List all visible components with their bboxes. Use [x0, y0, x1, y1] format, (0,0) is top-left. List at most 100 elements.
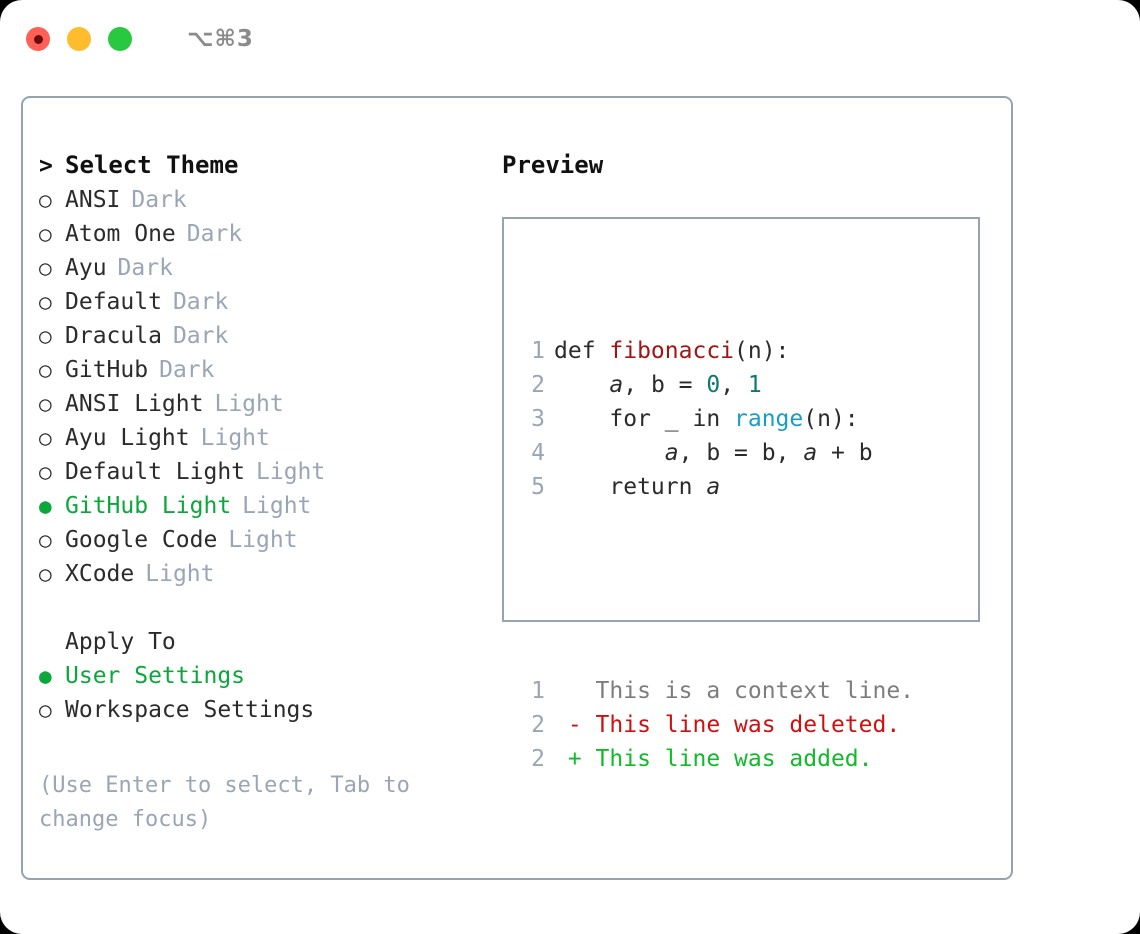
apply-to-option[interactable]: ● User Settings [39, 659, 489, 693]
radio-unselected-icon: ○ [39, 460, 52, 484]
theme-name: Ayu [65, 255, 107, 281]
theme-variant-badge: Dark [172, 323, 229, 349]
theme-list-item[interactable]: ○ Ayu Light Light [39, 421, 489, 455]
theme-name: GitHub Light [65, 493, 232, 519]
prompt-caret-icon: > [39, 153, 53, 179]
apply-to-list: ● User Settings ○ Workspace Settings [39, 659, 489, 727]
preview-title: Preview [502, 151, 604, 179]
code-token: , [720, 372, 748, 398]
line-number: 2 [531, 746, 545, 772]
apply-to-option[interactable]: ○ Workspace Settings [39, 693, 489, 727]
line-number: 3 [531, 406, 545, 432]
radio-selected-icon: ● [39, 664, 52, 688]
theme-variant-badge: Dark [131, 187, 187, 213]
code-token: (n): [803, 406, 859, 432]
theme-name: Google Code [65, 527, 218, 553]
keyboard-shortcut-label: ⌥⌘3 [187, 26, 254, 52]
diff-line-text: - This line was deleted. [554, 712, 901, 738]
code-line: 4 a, b = b, a + b [523, 436, 914, 470]
theme-name: Ayu Light [65, 425, 190, 451]
radio-unselected-icon: ○ [39, 324, 52, 348]
theme-list-header: > Select Theme [39, 148, 489, 183]
apply-to-label: Workspace Settings [65, 697, 315, 723]
code-token: def [554, 338, 610, 364]
theme-name: ANSI Light [65, 391, 204, 417]
list-spacer [39, 591, 489, 625]
diff-line-text: This is a context line. [554, 678, 915, 704]
radio-unselected-icon: ○ [39, 426, 52, 450]
theme-variant-badge: Light [228, 527, 298, 553]
help-text: (Use Enter to select, Tab to change focu… [39, 773, 424, 832]
theme-variant-badge: Light [200, 425, 270, 451]
apply-to-label: User Settings [65, 663, 246, 689]
theme-list-item[interactable]: ○ Default Dark [39, 285, 489, 319]
code-token: + [817, 440, 859, 466]
code-token: for _ in [554, 406, 735, 432]
line-number: 1 [531, 338, 545, 364]
radio-unselected-icon: ○ [39, 392, 52, 416]
theme-name: Default [65, 289, 162, 315]
traffic-light-group [26, 27, 132, 51]
page-title: Select Theme [65, 151, 239, 179]
line-number: 2 [531, 712, 545, 738]
code-line: 1 def fibonacci(n): [523, 334, 914, 368]
code-token: , [623, 372, 651, 398]
title-bar: ⌥⌘3 [0, 0, 1140, 78]
radio-unselected-icon: ○ [39, 256, 52, 280]
minimize-button-icon[interactable] [67, 27, 91, 51]
theme-list-item[interactable]: ○ Dracula Dark [39, 319, 489, 353]
code-token: (n): [734, 338, 790, 364]
theme-name: Default Light [65, 459, 246, 485]
theme-name: Dracula [65, 323, 162, 349]
apply-to-header: Apply To [65, 629, 176, 655]
theme-variant-badge: Light [242, 493, 312, 519]
code-token: b [761, 440, 776, 466]
theme-name: Atom One [65, 221, 176, 247]
line-number: 5 [531, 474, 545, 500]
code-token: a [609, 372, 624, 398]
theme-list-item[interactable]: ○ Ayu Dark [39, 251, 489, 285]
code-token [554, 440, 665, 466]
diff-block: 1 This is a context line. 2 - This line w… [523, 674, 914, 776]
code-token: b [858, 440, 873, 466]
code-token: 0 [706, 372, 721, 398]
code-blank-line [523, 572, 914, 606]
zoom-button-icon[interactable] [108, 27, 132, 51]
line-number: 2 [531, 372, 545, 398]
code-token: b [706, 440, 721, 466]
code-token: b [650, 372, 665, 398]
code-token [554, 372, 609, 398]
theme-variant-badge: Dark [172, 289, 229, 315]
code-token: 1 [747, 372, 762, 398]
code-token: a [664, 440, 679, 466]
radio-unselected-icon: ○ [39, 290, 52, 314]
code-token: range [734, 406, 804, 432]
code-line: 2 a, b = 0, 1 [523, 368, 914, 402]
line-number: 1 [531, 678, 545, 704]
close-button-icon[interactable] [26, 27, 50, 51]
code-token: fibonacci [609, 338, 735, 364]
code-token: = [720, 440, 762, 466]
theme-variant-badge: Dark [117, 255, 173, 281]
radio-unselected-icon: ○ [39, 698, 52, 722]
code-token: a [803, 440, 818, 466]
theme-variant-badge: Light [256, 459, 326, 485]
diff-line: 2 + This line was added. [523, 742, 914, 776]
code-token: , [775, 440, 804, 466]
code-token: return [554, 474, 707, 500]
theme-list-item[interactable]: ○ Default Light Light [39, 455, 489, 489]
